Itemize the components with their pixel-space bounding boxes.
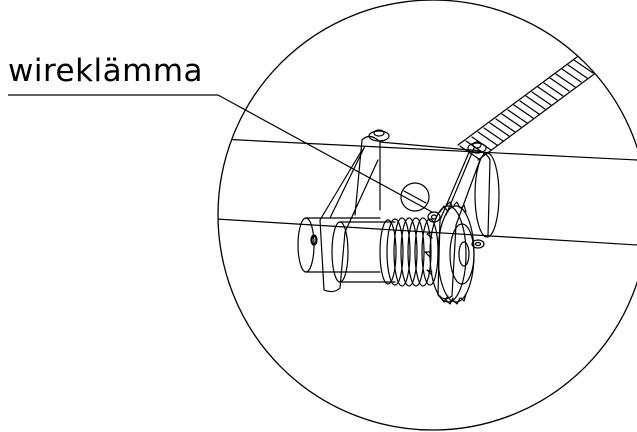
clamp-collar bbox=[354, 129, 500, 238]
ratchet-wheel bbox=[424, 201, 475, 305]
callout-label-wire-clamp: wireklämma bbox=[8, 53, 204, 89]
bracket-hole bbox=[311, 235, 317, 245]
detail-circle bbox=[217, 0, 637, 431]
right-bracket bbox=[437, 147, 481, 300]
side-pin bbox=[471, 239, 485, 249]
threaded-rod bbox=[457, 39, 621, 161]
wire-clamp-screw bbox=[400, 182, 441, 223]
left-bracket bbox=[319, 145, 379, 293]
callout-leader bbox=[8, 94, 433, 213]
main-tube bbox=[218, 137, 637, 246]
shaft-stub bbox=[297, 217, 381, 273]
